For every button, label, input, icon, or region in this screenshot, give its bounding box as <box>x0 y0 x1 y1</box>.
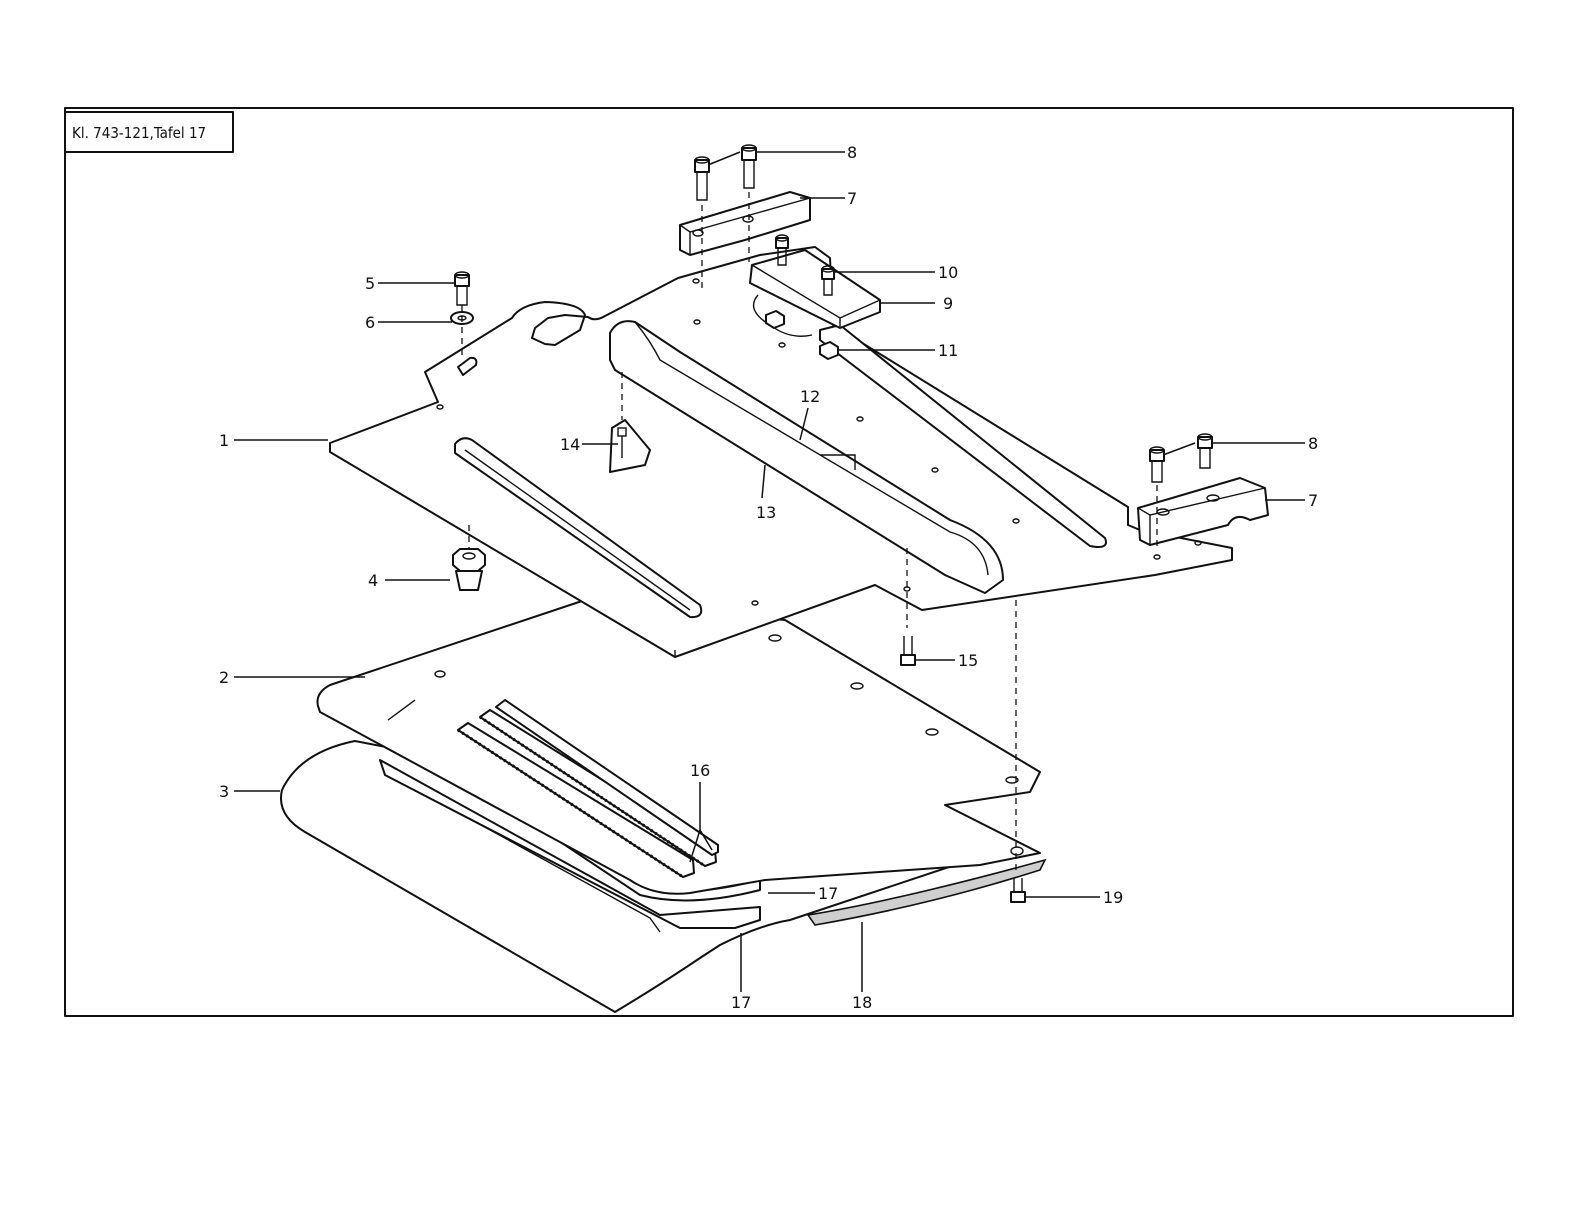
label-17a: 17 <box>818 884 838 903</box>
label-13: 13 <box>756 503 776 522</box>
label-17b: 17 <box>731 993 751 1012</box>
part-7-clamp-top <box>680 192 810 255</box>
label-2: 2 <box>219 668 229 687</box>
label-18: 18 <box>852 993 872 1012</box>
label-6: 6 <box>365 313 375 332</box>
label-19: 19 <box>1103 888 1123 907</box>
label-7a: 7 <box>847 189 857 208</box>
sheet-title: Kl. 743-121,Tafel 17 <box>72 124 206 142</box>
label-10: 10 <box>938 263 958 282</box>
label-5: 5 <box>365 274 375 293</box>
label-15: 15 <box>958 651 978 670</box>
label-11: 11 <box>938 341 958 360</box>
label-8a: 8 <box>847 143 857 162</box>
label-4: 4 <box>368 571 378 590</box>
label-9: 9 <box>943 294 953 313</box>
label-7b: 7 <box>1308 491 1318 510</box>
label-14: 14 <box>560 435 580 454</box>
label-3: 3 <box>219 782 229 801</box>
label-8b: 8 <box>1308 434 1318 453</box>
label-1: 1 <box>219 431 229 450</box>
label-16: 16 <box>690 761 710 780</box>
label-12: 12 <box>800 387 820 406</box>
